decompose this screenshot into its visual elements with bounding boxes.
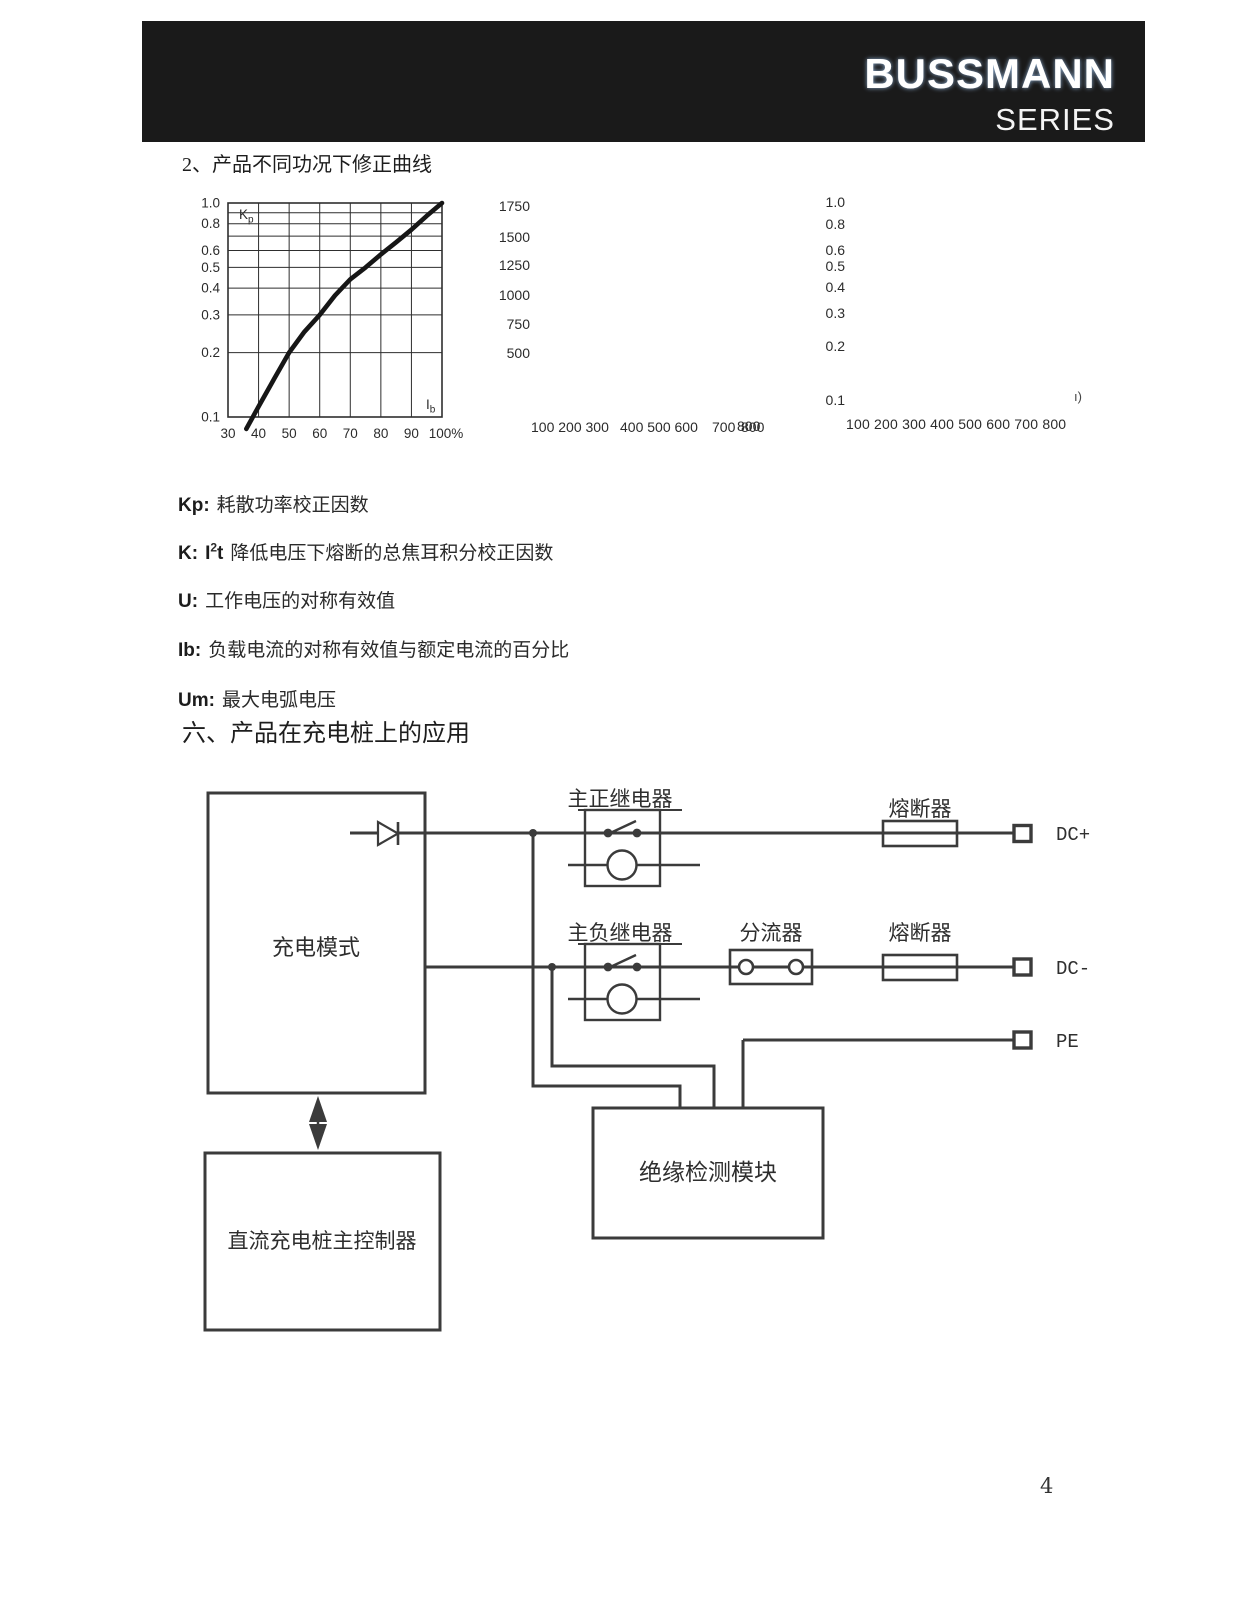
brand-logo-bussmann: BUSSMANN [864,50,1115,97]
definition-kp: Kp:耗散功率校正因数 [178,495,369,516]
y-tick: 0.1 [825,392,845,408]
main-controller-label: 直流充电桩主控制器 [228,1229,417,1253]
fuse-label-dc-minus: 熔断器 [889,921,952,945]
module-boxes [203,791,825,1332]
definition-um: Um:最大电弧电压 [178,690,336,711]
stray-print-mark: ı) [1074,389,1082,404]
charge-module-label: 充电模式 [272,935,360,960]
y-tick: 0.3 [825,305,845,321]
y-tick: 0.5 [825,258,845,274]
insulation-module-label: 绝缘检测模块 [639,1160,777,1185]
kp-curve [244,200,445,432]
xlabel-ib: Ib [426,397,436,416]
fuse-symbol-dc-plus [881,819,959,848]
chart-tick-labels: 1.0 0.8 0.6 0.5 0.4 0.3 0.2 0.130 40 50 60 70 80 90 10… [201,196,463,442]
main-controller-box [203,1151,442,1332]
svg-text:0.1: 0.1 [201,410,220,425]
charge-module-box [206,791,427,1095]
terminal-dc-plus [1012,823,1033,844]
svg-text:100%: 100% [429,426,464,441]
svg-text:0.4: 0.4 [201,281,220,296]
junction-dot [529,829,537,837]
dc-minus-label: DC- [1056,958,1090,980]
x-ticks: 100 200 300 400 500 600 700 800 [846,416,1067,432]
junction-dot [548,963,556,971]
pe-label: PE [1056,1031,1079,1053]
dc-plus-label: DC+ [1056,824,1090,846]
x-ticks: 100 200 300 [531,419,609,435]
y-tick: 1250 [498,257,530,273]
svg-text:0.6: 0.6 [201,243,220,258]
section-title-application: 六、产品在充电桩上的应用 [182,721,470,747]
svg-text:0.2: 0.2 [201,345,220,360]
kp-correction-chart: 1.0 0.8 0.6 0.5 0.4 0.3 0.2 0.130 40 50 60 70 80 90 10… [201,196,463,442]
y-tick: 1000 [498,287,530,303]
y-tick: 1750 [498,198,530,214]
svg-text:0.8: 0.8 [201,216,220,231]
svg-text:30: 30 [220,426,235,441]
x-tick: 700 [712,419,736,435]
svg-text:50: 50 [282,426,297,441]
y-tick: 1.0 [825,194,845,210]
brand-header: BUSSMANN SERIES [142,21,1145,142]
chart-grid [227,202,443,418]
output-terminals [1012,823,1033,1050]
y-tick: 0.8 [825,216,845,232]
shunt-symbol [728,948,814,986]
main-positive-relay-symbol [568,808,700,888]
x-tick-overprint: 800 [737,418,761,434]
y-tick: 500 [506,345,530,361]
main-negative-relay-symbol [568,942,700,1022]
insulation-module-box [591,1106,825,1240]
shunt-label: 分流器 [740,921,803,945]
svg-text:80: 80 [373,426,388,441]
charging-pile-application-diagram: 充电模式 直流充电桩主控制器 绝缘检测模块 主正继电器 熔断器 主负继电器 分流… [203,787,1090,1332]
svg-text:60: 60 [312,426,327,441]
x-ticks: 400 500 600 [620,419,698,435]
page-number: 4 [1040,1474,1054,1498]
svg-text:0.3: 0.3 [201,307,220,322]
brand-logo-series: SERIES [995,102,1115,137]
fuse-label-dc-plus: 熔断器 [889,797,952,821]
section-title-correction-curves: 2、产品不同功况下修正曲线 [182,154,432,176]
wires [350,831,1014,1108]
ylabel-kp: Kp [239,207,254,226]
svg-text:40: 40 [251,426,266,441]
svg-text:0.5: 0.5 [201,260,220,275]
diode-symbol [376,820,401,847]
main-negative-relay-label: 主负继电器 [568,921,673,945]
terminal-dc-minus [1012,957,1033,977]
y-tick: 0.2 [825,338,845,354]
x-tick: 800 [741,419,765,435]
svg-text:90: 90 [404,426,419,441]
bidirectional-arrow [309,1096,327,1150]
y-tick: 0.6 [825,242,845,258]
y-tick: 750 [506,316,530,332]
svg-text:1.0: 1.0 [201,196,220,211]
y-tick: 0.4 [825,279,845,295]
svg-text:70: 70 [343,426,358,441]
main-positive-relay-label: 主正继电器 [568,787,673,811]
y-tick: 1500 [498,229,530,245]
definition-u: U:工作电压的对称有效值 [178,591,396,612]
definition-ib: Ib:负载电流的对称有效值与额定电流的百分比 [178,640,570,661]
terminal-pe [1012,1030,1033,1050]
fuse-symbol-dc-minus [881,953,959,982]
